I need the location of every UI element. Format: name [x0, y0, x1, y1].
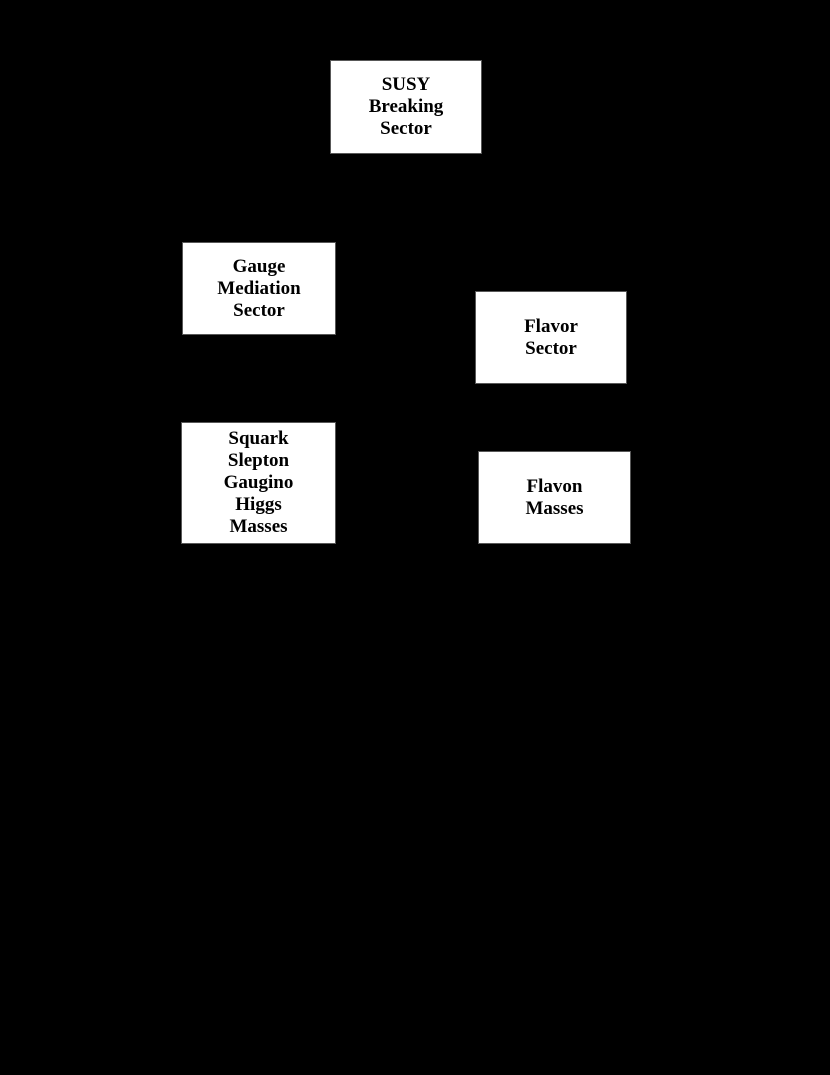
- node-flavon-masses: Flavon Masses: [479, 452, 630, 543]
- node-label-line: Sector: [233, 299, 285, 321]
- node-label-line: Gaugino: [223, 472, 294, 493]
- node-label-line: SUSY: [381, 74, 431, 95]
- node-label-line: Slepton: [227, 450, 290, 471]
- node-label-line: Sector: [380, 118, 432, 139]
- node-susy-breaking-sector: SUSY Breaking Sector: [331, 61, 481, 153]
- node-label-line: Higgs: [235, 494, 282, 515]
- node-label-line: Squark: [228, 428, 289, 449]
- node-label-line: Gauge: [232, 255, 286, 277]
- node-flavor-sector: Flavor Sector: [476, 292, 626, 383]
- node-squark-slepton-gaugino-higgs-masses: Squark Slepton Gaugino Higgs Masses: [182, 423, 335, 543]
- node-label-line: Breaking: [368, 96, 444, 117]
- node-label-line: Masses: [525, 497, 584, 519]
- node-label-line: Sector: [525, 337, 577, 359]
- node-label-line: Masses: [229, 516, 288, 537]
- node-gauge-mediation-sector: Gauge Mediation Sector: [183, 243, 335, 334]
- node-label-line: Mediation: [217, 277, 301, 299]
- node-label-line: Flavon: [526, 475, 583, 497]
- node-label-line: Flavor: [524, 315, 578, 337]
